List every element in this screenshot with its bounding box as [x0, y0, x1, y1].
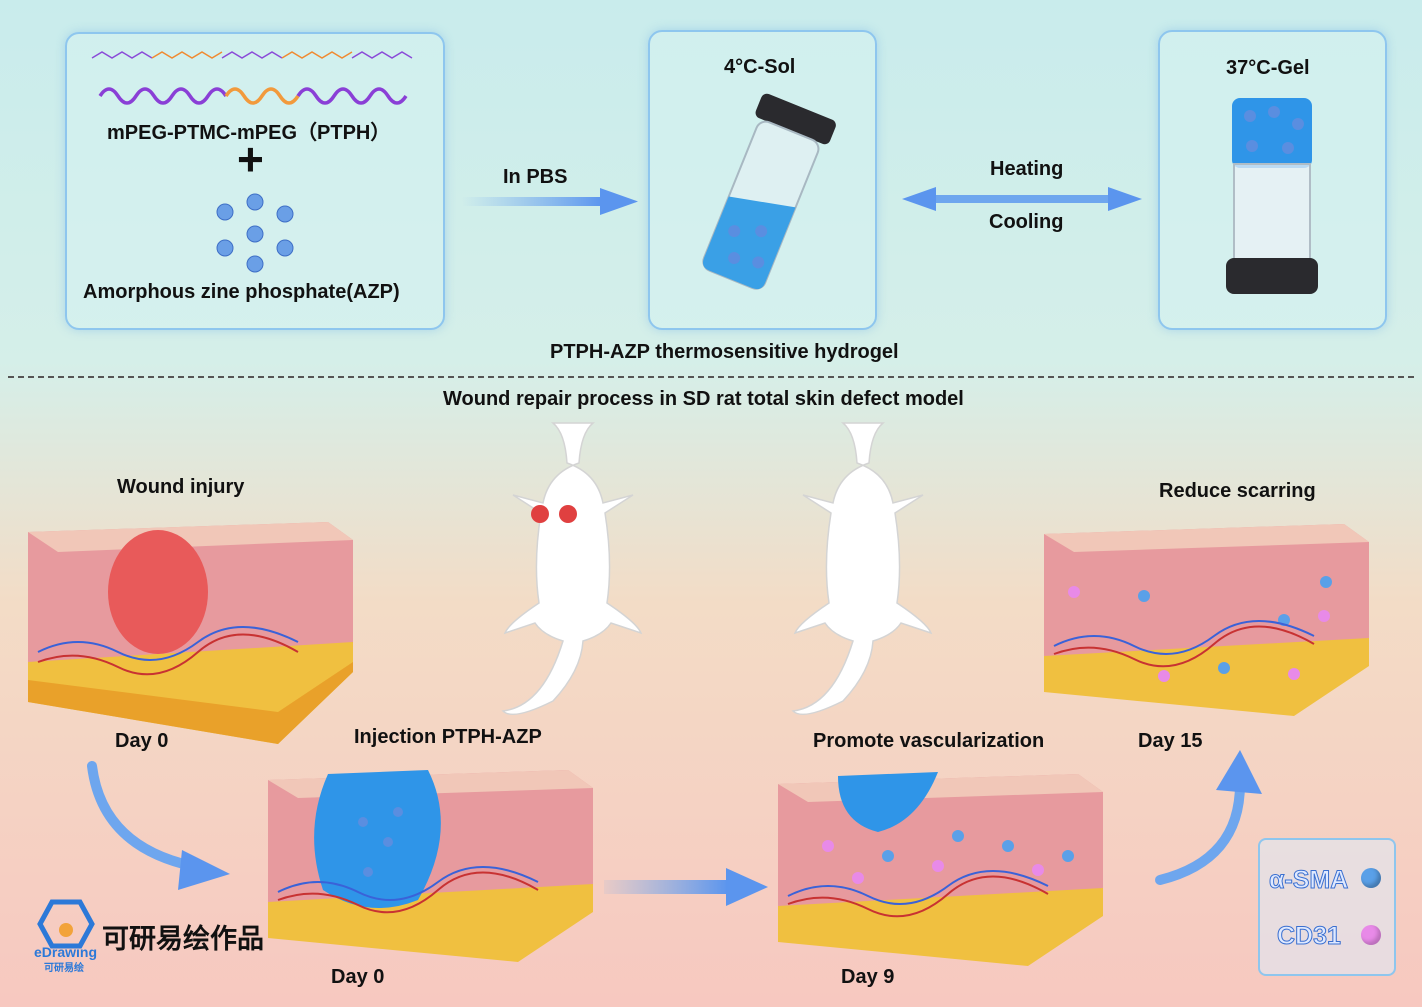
skin-block-day15	[1044, 524, 1369, 716]
cooling-label: Cooling	[989, 211, 1064, 233]
azp-label: Amorphous zine phosphate(AZP)	[83, 281, 400, 303]
promote-label: Promote vascularization	[813, 730, 1045, 752]
polymer-label: mPEG-PTMC-mPEG（PTPH）	[107, 122, 391, 144]
in-pbs-arrow	[462, 188, 638, 215]
materials-panel	[65, 32, 445, 330]
plus-sign: +	[237, 133, 264, 185]
rat-right-icon	[791, 422, 933, 716]
heating-cooling-arrow	[902, 187, 1142, 211]
legend-sma-dot	[1361, 868, 1381, 888]
wound-injury-label: Wound injury	[117, 476, 245, 498]
in-pbs-label: In PBS	[503, 166, 568, 188]
polymer-structure-icon	[91, 51, 413, 59]
skin-block-day9	[778, 772, 1103, 966]
edrawing-logo-icon	[37, 899, 95, 949]
legend-box	[1258, 838, 1396, 976]
rat-left-icon	[501, 422, 643, 716]
legend-cd31-label: CD31	[1277, 922, 1342, 951]
bottom-title: Wound repair process in SD rat total ski…	[443, 388, 964, 410]
logo-sub: 可研易绘	[44, 963, 84, 974]
gel-label: 37°C-Gel	[1226, 57, 1310, 79]
heating-label: Heating	[990, 158, 1064, 180]
gel-vial-icon	[1226, 98, 1318, 294]
legend-cd31-dot	[1361, 925, 1381, 945]
skin-block-day0-injection	[268, 770, 593, 962]
sol-label: 4°C-Sol	[724, 56, 796, 78]
day0-label-a: Day 0	[115, 730, 169, 752]
day0-label-b: Day 0	[331, 966, 385, 988]
injection-label: Injection PTPH-AZP	[354, 726, 542, 748]
day15-label: Day 15	[1138, 730, 1203, 752]
logo-brand: eDrawing	[34, 944, 98, 960]
flow-arrow-3	[1155, 750, 1262, 885]
reduce-label: Reduce scarring	[1159, 480, 1316, 502]
azp-particles-icon	[216, 193, 294, 273]
skin-block-day0-wound	[28, 522, 353, 744]
legend-sma-label: α-SMA	[1268, 866, 1349, 895]
sol-vial-icon	[702, 93, 836, 290]
day9-label: Day 9	[841, 966, 895, 988]
hydrogel-caption: PTPH-AZP thermosensitive hydrogel	[550, 341, 899, 363]
section-divider	[8, 376, 1414, 378]
flow-arrow-1	[87, 761, 230, 890]
flow-arrow-2	[604, 868, 768, 906]
polymer-chain-icon	[98, 87, 408, 105]
watermark-text: 可研易绘作品	[102, 924, 264, 955]
